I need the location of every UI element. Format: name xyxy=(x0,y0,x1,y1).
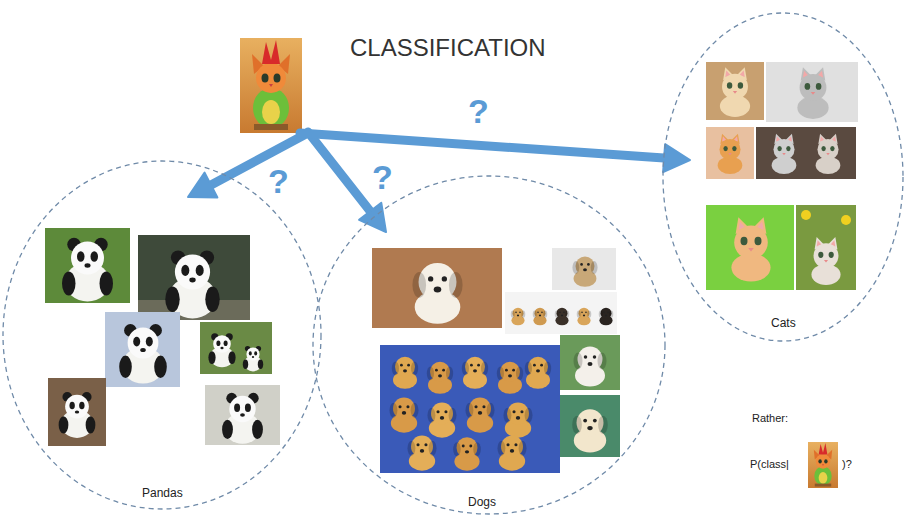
region-label: Cats xyxy=(771,316,796,330)
note-text: Rather: xyxy=(752,412,788,424)
region-outline xyxy=(2,160,322,510)
dashed-ellipse xyxy=(663,13,903,341)
region-outline xyxy=(662,12,904,342)
class-region: Dogs xyxy=(312,175,666,515)
note-text: P(class| xyxy=(750,458,789,470)
region-label: Dogs xyxy=(468,495,496,509)
dashed-ellipse xyxy=(3,161,321,509)
region-outline xyxy=(312,175,666,515)
question-mark: ? xyxy=(468,92,489,131)
class-region: Pandas xyxy=(2,160,322,510)
question-mark: ? xyxy=(372,158,393,197)
region-label: Pandas xyxy=(142,486,183,500)
dashed-ellipse xyxy=(313,176,665,514)
note-text: )? xyxy=(842,458,852,470)
class-region: Cats xyxy=(662,12,904,342)
diagram-title: CLASSIFICATION xyxy=(350,34,546,62)
question-mark: ? xyxy=(268,162,289,201)
